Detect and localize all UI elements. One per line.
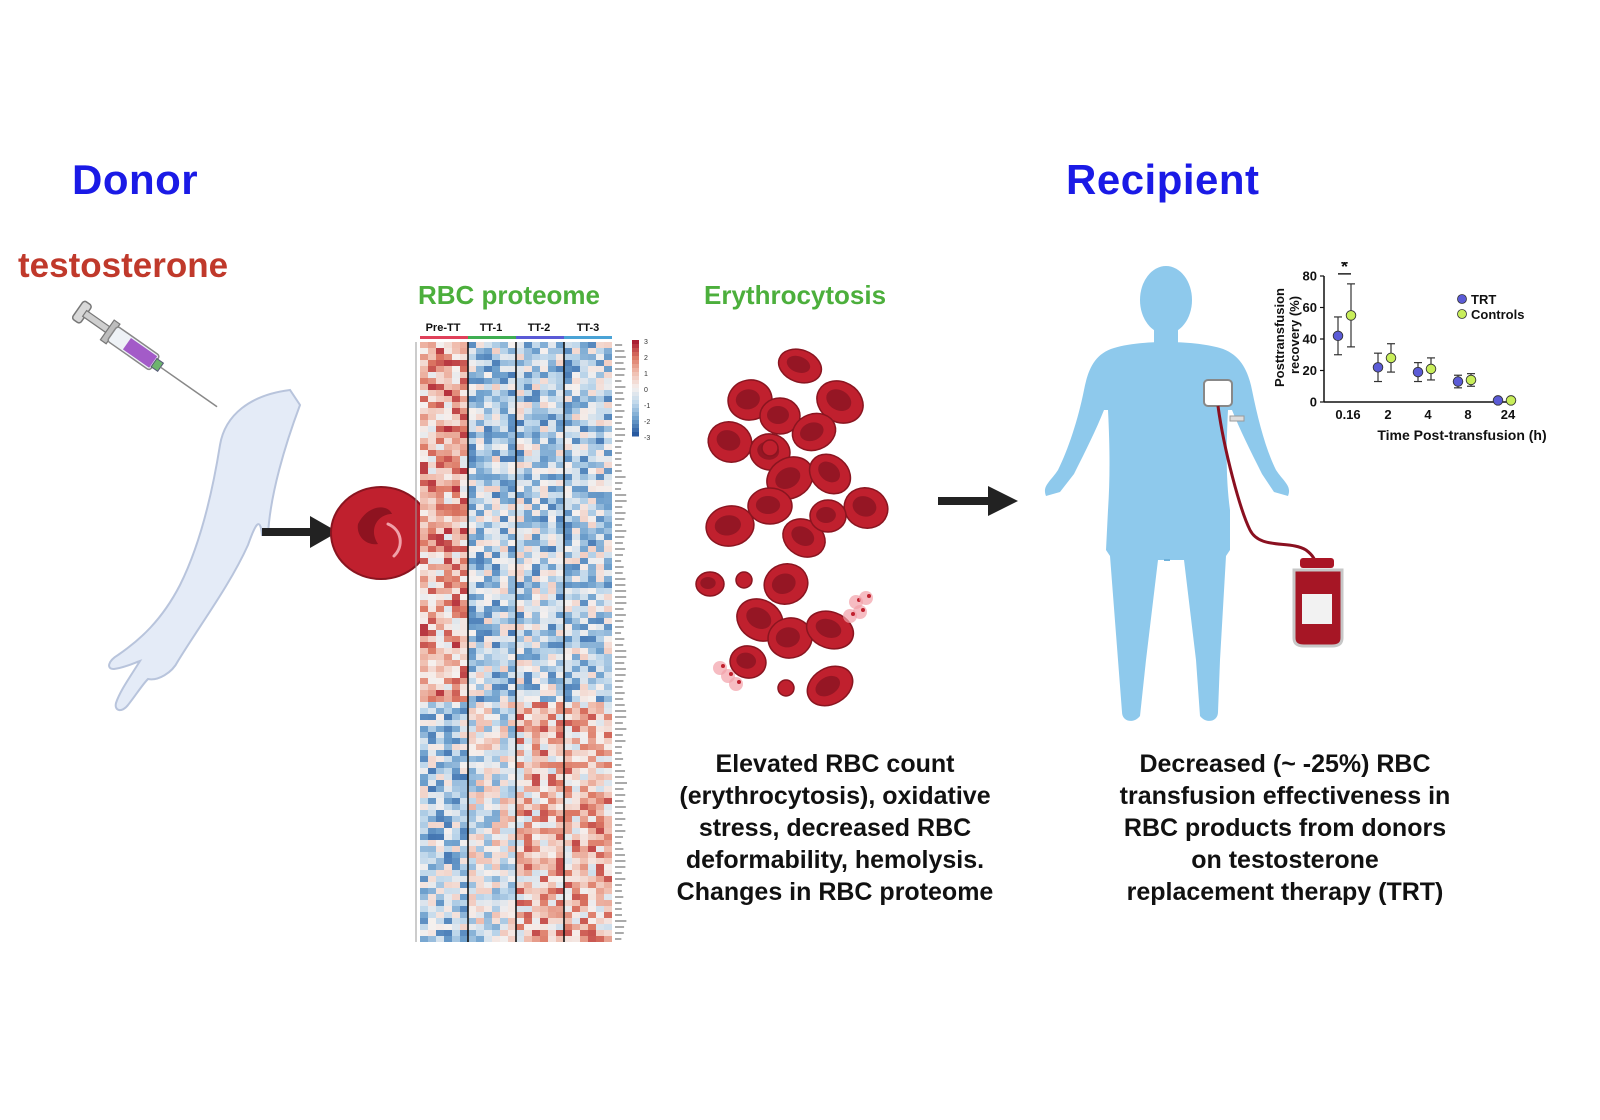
description-line: Changes in RBC proteome <box>676 878 994 906</box>
rbc-proteome-heatmap: 3 2 1 0 -1 -2 -3 <box>415 336 650 942</box>
erythrocytosis-title: Erythrocytosis <box>704 280 887 310</box>
red-blood-cell-icon <box>777 679 795 697</box>
human-body-icon <box>1044 266 1290 721</box>
chart-y-tick: 0 <box>1310 395 1317 410</box>
heatmap-cells <box>420 342 612 942</box>
red-blood-cell-icon <box>735 571 753 589</box>
chart-y-tick: 20 <box>1303 363 1317 378</box>
red-blood-cell-icon <box>707 421 753 463</box>
chart-point-trt <box>1452 376 1464 387</box>
hemolysis-fragment <box>859 591 873 605</box>
chart-ylabel-line: Posttransfusion <box>1272 288 1287 387</box>
recovery-chart: Posttransfusion recovery (%) Time Post-t… <box>1272 262 1547 443</box>
chart-ylabel: Posttransfusion recovery (%) <box>1272 288 1302 387</box>
heatmap-scale-tick: 2 <box>644 355 648 362</box>
chart-xlabel: Time Post-transfusion (h) <box>1377 427 1546 443</box>
donor-title: Donor <box>72 156 199 203</box>
chart-ylabel-line: recovery (%) <box>1287 296 1302 374</box>
heatmap-scale-tick: -3 <box>644 435 650 442</box>
description-line: stress, decreased RBC <box>698 814 972 842</box>
heatmap-group-bar <box>516 336 564 339</box>
chart-point-trt <box>1372 362 1384 373</box>
legend-marker-controls <box>1457 309 1467 319</box>
description-line: transfusion effectiveness in <box>1119 782 1451 810</box>
chart-point-controls <box>1505 395 1517 406</box>
arrow-icon <box>262 516 338 548</box>
red-blood-cell-icon <box>759 397 801 435</box>
heatmap-scale-tick: 3 <box>644 339 648 346</box>
chart-point-controls <box>1345 310 1357 321</box>
outcome-description: Decreased (~ -25%) RBC transfusion effec… <box>1100 748 1470 908</box>
heatmap-scale-tick: 0 <box>644 387 648 394</box>
legend-label-controls: Controls <box>1471 307 1524 322</box>
red-blood-cell-icon <box>705 505 755 547</box>
chart-x-tick: 2 <box>1384 407 1391 422</box>
chart-x-tick: 4 <box>1424 407 1432 422</box>
heatmap-scale-tick: -1 <box>644 403 650 410</box>
arrow-icon <box>938 486 1018 516</box>
red-blood-cell-icon <box>809 499 847 533</box>
red-blood-cell-icon <box>816 380 864 424</box>
red-blood-cell-icon <box>806 665 854 707</box>
red-blood-cell-icon <box>791 412 837 452</box>
red-blood-cell-icon <box>777 348 823 384</box>
chart-point-trt <box>1412 366 1424 378</box>
arm-icon <box>108 388 302 711</box>
description-line: RBC products from donors <box>1123 814 1447 842</box>
heatmap-scale-tick: -2 <box>644 419 650 426</box>
heatmap-column-label: TT-2 <box>527 322 551 334</box>
hemolysis-fragment <box>843 609 857 623</box>
chart-x-tick: 0.16 <box>1335 407 1360 422</box>
red-blood-cell-icon <box>763 563 809 605</box>
rbc-proteome-title: RBC proteome <box>418 280 601 310</box>
testosterone-label: testosterone <box>18 246 229 285</box>
heatmap-scale-tick: 1 <box>644 371 648 378</box>
syringe-icon <box>71 300 218 408</box>
chart-point-controls <box>1385 352 1397 364</box>
chart-significance-star: * <box>1341 262 1348 277</box>
hemolysis-fragment <box>729 677 743 691</box>
red-blood-cell-icon <box>695 571 725 597</box>
description-line: Elevated RBC count <box>715 750 955 778</box>
heatmap-group-bar <box>468 336 516 339</box>
heatmap-column-label: Pre-TT <box>425 322 461 334</box>
chart-point-controls <box>1425 363 1437 375</box>
heatmap-group-bar <box>420 336 468 339</box>
chart-y-tick: 80 <box>1303 269 1317 284</box>
erythrocyte-cluster-icon <box>695 348 889 707</box>
chart-point-trt <box>1332 330 1344 342</box>
red-blood-cell-icon <box>805 610 855 650</box>
chart-point-controls <box>1465 374 1477 386</box>
description-line: (erythrocytosis), oxidative <box>679 782 991 810</box>
erythrocytosis-description: Elevated RBC count (erythrocytosis), oxi… <box>660 748 1010 908</box>
chart-point-trt <box>1492 395 1504 406</box>
description-line: on testosterone <box>1191 846 1379 874</box>
red-blood-cell-icon <box>843 487 889 529</box>
heatmap-column-label: TT-3 <box>576 322 600 334</box>
description-line: deformability, hemolysis. <box>685 846 985 874</box>
recipient-title: Recipient <box>1066 156 1260 203</box>
heatmap-group-bar <box>564 336 612 339</box>
legend-marker-trt <box>1457 294 1467 304</box>
heatmap-column-label: TT-1 <box>479 322 503 334</box>
red-blood-cell-icon <box>761 439 779 457</box>
chart-legend: TRT Controls <box>1457 292 1524 322</box>
red-blood-cell-icon <box>782 518 826 558</box>
legend-label-trt: TRT <box>1471 292 1496 307</box>
red-blood-cell-icon <box>747 487 793 525</box>
red-blood-cell-icon <box>808 453 852 495</box>
chart-y-tick: 60 <box>1303 300 1317 315</box>
description-line: replacement therapy (TRT) <box>1126 878 1444 906</box>
red-blood-cell-icon <box>330 486 432 580</box>
blood-bag-icon <box>1203 379 1344 648</box>
red-blood-cell-icon <box>729 645 767 679</box>
chart-x-tick: 24 <box>1501 407 1516 422</box>
chart-x-tick: 8 <box>1464 407 1471 422</box>
chart-y-tick: 40 <box>1303 332 1317 347</box>
description-line: Decreased (~ -25%) RBC <box>1139 750 1431 778</box>
